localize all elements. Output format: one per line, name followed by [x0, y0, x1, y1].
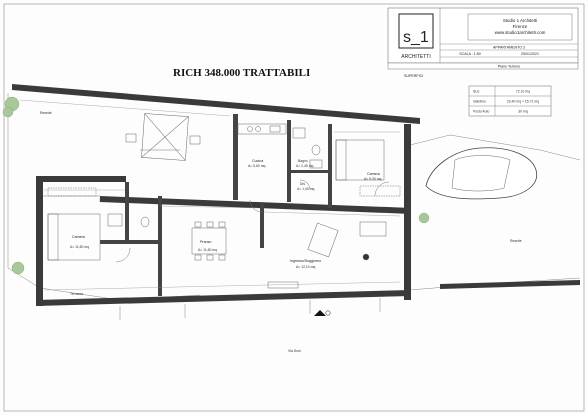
room-name-dis: Dis	[300, 182, 305, 186]
surface-row-value: 23,40 mq + 15,71 mq	[507, 100, 539, 104]
room-area-camera-2: A= 11,60 mq	[70, 245, 89, 249]
room-name-pranzo: Pranzo	[200, 240, 211, 244]
room-area-bagno: A= 2,45 mq	[296, 164, 314, 168]
room-area-ingresso: A= 12,10 mq	[296, 265, 315, 269]
room-name-cucina: Cucina	[252, 159, 263, 163]
car-icon	[425, 147, 538, 200]
logo-box	[398, 13, 434, 49]
surface-row-label: SUL	[473, 90, 480, 94]
surface-row-label: Giardino	[473, 100, 486, 104]
interior-walls	[100, 114, 332, 296]
terrace-label: Terrazza	[70, 292, 83, 296]
room-area-camera: A= 9,30 mq	[364, 177, 382, 181]
room-labels: Cucina A= 5,60 mq Bagno A= 2,45 mq Dis A…	[40, 111, 522, 353]
living-room-furniture	[267, 221, 387, 289]
surfaces-heading: SUPERFICI	[404, 74, 423, 78]
garden-label-right: Resede	[510, 239, 522, 243]
floor-label: Piano Terreno	[498, 65, 520, 69]
exterior-walls	[12, 84, 580, 306]
surface-row-label: Posto Auto	[473, 110, 490, 114]
bed-furniture	[47, 139, 401, 261]
north-arrow-icon	[314, 310, 331, 316]
room-area-cucina: A= 5,60 mq	[248, 164, 266, 168]
wall-east	[404, 124, 411, 300]
price-heading: RICH 348.000 TRATTABILI	[173, 67, 310, 79]
room-name-camera-2: Camera	[72, 235, 85, 239]
room-name-ingresso: Ingresso/Soggiorno	[290, 259, 321, 263]
surface-row-value: 30 mq	[518, 110, 528, 114]
garden-pergola	[125, 113, 201, 161]
room-name-bagno: Bagno	[298, 159, 308, 163]
title-block: s_1 ARCHITETTI Studio 1 Architetti Firen…	[387, 7, 579, 78]
street-label: Via Doni	[288, 349, 301, 353]
section-ticks	[119, 298, 381, 320]
logo-mark: s_1	[403, 29, 429, 46]
studio-name: Studio 1 Architetti	[503, 18, 537, 23]
scale-label: SCALA : 1:50	[459, 52, 481, 56]
room-area-pranzo: A= 11,60 mq	[198, 248, 217, 252]
surfaces-table: SUL 72.10 mq Giardino 23,40 mq + 15,71 m…	[468, 85, 552, 117]
room-area-dis: A= 1,40 mq	[297, 187, 315, 191]
surface-row-value: 72.10 mq	[516, 90, 530, 94]
wall-north-left	[36, 176, 126, 182]
wall-west	[36, 176, 43, 306]
dimension-lines	[19, 99, 401, 291]
bathroom-fixtures	[107, 127, 323, 228]
room-name-camera: Camera	[367, 172, 380, 176]
kitchen-furniture	[237, 123, 287, 135]
wall-mid-top	[99, 196, 406, 214]
garden-label-left: Resede	[40, 111, 52, 115]
logo-word: ARCHITETTI	[401, 54, 430, 60]
project-name: APPARTAMENTO 3	[493, 46, 525, 50]
date-label: 25/01/2021	[521, 52, 539, 56]
sheet-border	[3, 3, 585, 412]
dining-table	[191, 221, 227, 261]
studio-web: www.studio1architetti.com	[495, 30, 546, 35]
tree-icon	[2, 96, 430, 275]
studio-city: Firenze	[513, 24, 528, 29]
